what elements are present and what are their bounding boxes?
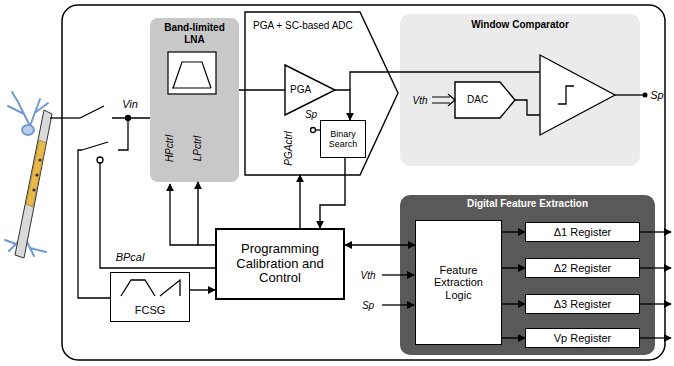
control-signal: LPctrl [193, 135, 204, 161]
signal-connector [198, 182, 215, 245]
block-label: Binary Search [323, 129, 363, 150]
signal-name: Vth [412, 95, 427, 106]
control-wire [170, 184, 198, 245]
signal-connector [502, 303, 525, 304]
adc-block: PGA + SC-based ADC PGA Binary Search [245, 12, 398, 175]
register-box: Δ1 Register [525, 222, 640, 242]
pga-triangle: PGA [285, 65, 335, 115]
block-label: Vp Register [554, 332, 611, 345]
feature-extraction-panel: Digital Feature ExtractionFeature Extrac… [400, 195, 655, 355]
control-box: Programming Calibration and Control [215, 228, 345, 300]
signal-connector [502, 267, 525, 268]
register-box: Δ2 Register [525, 258, 640, 278]
signal-connector [299, 175, 300, 228]
electrode-probe [15, 110, 52, 258]
binary-search-box: Binary Search [320, 120, 366, 158]
signal-name: Vth [360, 270, 375, 281]
bandpass-symbol [168, 52, 216, 94]
register-box: Δ3 Register [525, 294, 640, 314]
signal-name: Vin [122, 98, 138, 110]
switch-blade [82, 142, 108, 150]
block-label: DAC [467, 94, 488, 106]
block-label: Feature Extraction Logic [420, 264, 497, 302]
block-label: Δ2 Register [554, 262, 611, 275]
block-label: FCSG [135, 304, 166, 317]
fcsg-box: FCSG [110, 272, 190, 322]
control-signal: PGActrl [282, 131, 293, 165]
chip-outline [62, 5, 665, 360]
register-box: Vp Register [525, 328, 640, 348]
block-title: PGA + SC-based ADC [253, 20, 353, 32]
signal-connector [239, 89, 285, 90]
signal-name: Sp [650, 89, 663, 101]
control-signal: BPcal [116, 251, 145, 263]
block-title: Band-limited LNA [154, 22, 235, 45]
block-title: Digital Feature Extraction [467, 198, 588, 210]
dac-shape: DAC [455, 82, 515, 118]
switch-blade [80, 106, 104, 118]
signal-connector [345, 244, 415, 245]
block-label: Δ3 Register [554, 298, 611, 311]
block-label: Programming Calibration and Control [221, 242, 339, 287]
signal-name: Sp [305, 109, 317, 120]
control-signal: HPctrl [164, 134, 175, 161]
block-title: Window Comparator [471, 19, 569, 31]
signal-connector [190, 289, 215, 290]
signal-name: Sp [362, 300, 374, 311]
signal-connector [502, 337, 525, 338]
logic-box: Feature Extraction Logic [415, 220, 502, 345]
block-label: PGA [290, 84, 311, 96]
signal-connector [502, 231, 525, 232]
block-label: Δ1 Register [554, 226, 611, 239]
